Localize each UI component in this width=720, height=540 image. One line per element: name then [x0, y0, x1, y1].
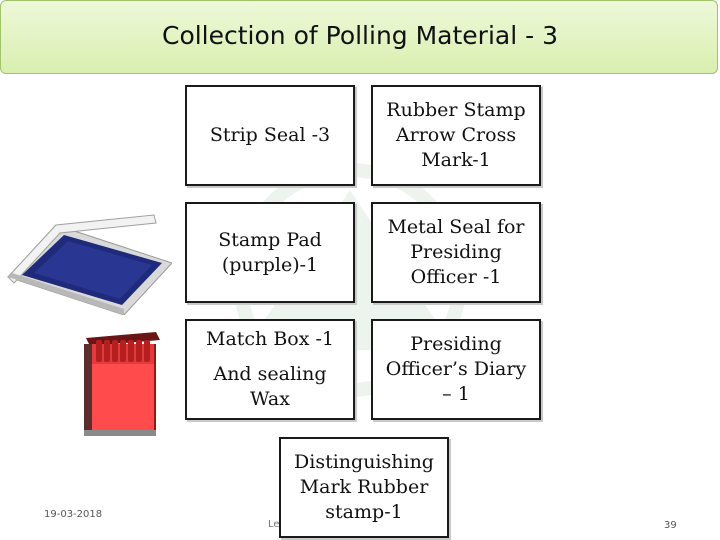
stamp-pad-image: [7, 214, 172, 315]
slide-title: Collection of Polling Material - 3: [161, 21, 558, 50]
title-bar: Collection of Polling Material - 3: [0, 0, 718, 74]
page-number: 39: [664, 520, 677, 531]
item-presiding-officer-diary: Presiding Officer’s Diary – 1: [371, 319, 541, 420]
item-distinguishing-mark-stamp: Distinguishing Mark Rubber stamp-1: [279, 437, 449, 538]
item-metal-seal: Metal Seal for Presiding Officer -1: [371, 202, 541, 303]
match-box-image: [84, 332, 160, 436]
item-stamp-pad: Stamp Pad (purple)-1: [185, 202, 355, 303]
item-match-box-wax: Match Box -1 And sealing Wax: [185, 319, 355, 420]
footer-text: Le: [268, 519, 280, 530]
item-strip-seal: Strip Seal -3: [185, 85, 355, 186]
footer-date: 19-03-2018: [44, 509, 103, 520]
item-rubber-stamp-arrow-cross: Rubber Stamp Arrow Cross Mark-1: [371, 85, 541, 186]
